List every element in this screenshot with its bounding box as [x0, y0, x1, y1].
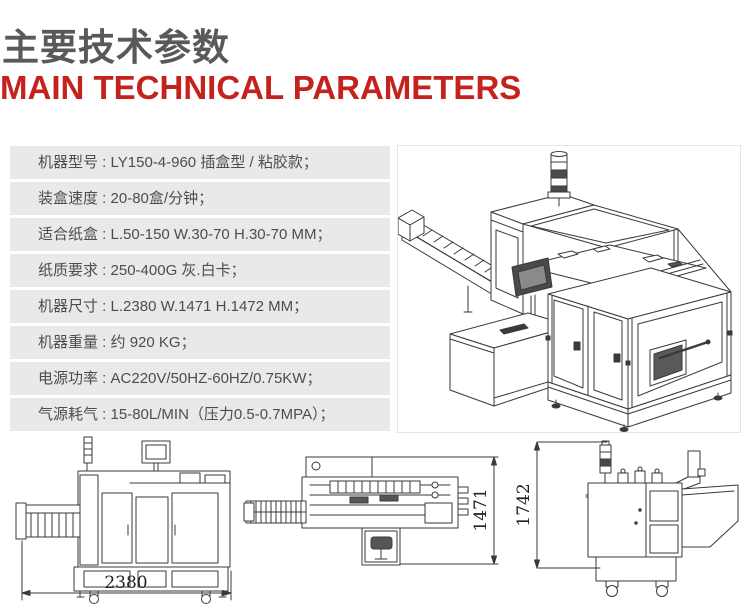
page-title-english: MAIN TECHNICAL PARAMETERS	[0, 69, 522, 106]
spec-row-model: 机器型号 : LY150-4-960 插盒型 / 粘胶款；	[10, 146, 390, 179]
dimension-width-label: 1471	[471, 488, 491, 531]
spec-separator: :	[98, 190, 111, 207]
spec-separator: :	[98, 370, 111, 387]
spec-label: 气源耗气	[38, 406, 99, 423]
spec-separator: :	[98, 406, 111, 423]
page-title-chinese: 主要技术参数	[2, 27, 230, 68]
main-cabinet	[545, 267, 733, 432]
spec-label: 机器重量	[38, 334, 99, 351]
dimension-length-label: 2380	[104, 573, 147, 593]
end-view: 1742	[514, 440, 739, 597]
spec-separator: :	[98, 226, 111, 243]
side-view: 2380	[15, 436, 232, 604]
spec-value: 约 920 KG；	[110, 334, 196, 351]
spec-row-paper: 纸质要求 : 250-400G 灰.白卡；	[10, 254, 390, 287]
dimension-height-lines	[534, 441, 608, 569]
spec-separator: :	[98, 334, 111, 351]
spec-table: 机器型号 : LY150-4-960 插盒型 / 粘胶款； 装盒速度 : 20-…	[10, 146, 390, 434]
spec-separator: :	[98, 298, 111, 315]
spec-row-machine-size: 机器尺寸 : L.2380 W.1471 H.1472 MM；	[10, 290, 390, 323]
spec-row-air: 气源耗气 : 15-80L/MIN（压力0.5-0.7MPA）；	[10, 398, 390, 431]
spec-label: 机器尺寸	[38, 298, 99, 315]
hmi-screen	[511, 257, 553, 319]
spec-value: 20-80盒/分钟；	[110, 190, 214, 207]
spec-row-weight: 机器重量 : 约 920 KG；	[10, 326, 390, 359]
spec-label: 适合纸盒	[38, 226, 99, 243]
spec-separator: :	[98, 262, 111, 279]
spec-row-power: 电源功率 : AC220V/50HZ-60HZ/0.75KW；	[10, 362, 390, 395]
signal-tower	[547, 151, 571, 207]
spec-value: AC220V/50HZ-60HZ/0.75KW；	[110, 370, 322, 387]
machine-isometric-drawing	[397, 145, 741, 433]
spec-label: 电源功率	[38, 370, 99, 387]
spec-label: 装盒速度	[38, 190, 99, 207]
spec-value: 15-80L/MIN（压力0.5-0.7MPA）；	[110, 406, 335, 423]
spec-value: L.2380 W.1471 H.1472 MM；	[110, 298, 309, 315]
orthographic-views-svg: 2380	[15, 436, 739, 604]
spec-label: 机器型号	[38, 154, 99, 171]
isometric-machine-svg	[398, 151, 733, 432]
spec-row-box-size: 适合纸盒 : L.50-150 W.30-70 H.30-70 MM；	[10, 218, 390, 251]
infeed-conveyor	[398, 209, 519, 313]
spec-separator: :	[98, 154, 111, 171]
plan-view: 1471	[243, 456, 499, 566]
spec-row-speed: 装盒速度 : 20-80盒/分钟；	[10, 182, 390, 215]
dimension-height-label: 1742	[514, 483, 534, 526]
orthographic-views: 2380	[0, 435, 750, 613]
spec-label: 纸质要求	[38, 262, 99, 279]
spec-value: LY150-4-960 插盒型 / 粘胶款；	[110, 154, 318, 171]
dimension-width-lines	[371, 456, 499, 565]
spec-value: 250-400G 灰.白卡；	[110, 262, 246, 279]
dimension-length-lines	[21, 540, 232, 601]
canopy-frame	[522, 204, 732, 293]
spec-value: L.50-150 W.30-70 H.30-70 MM；	[110, 226, 332, 243]
